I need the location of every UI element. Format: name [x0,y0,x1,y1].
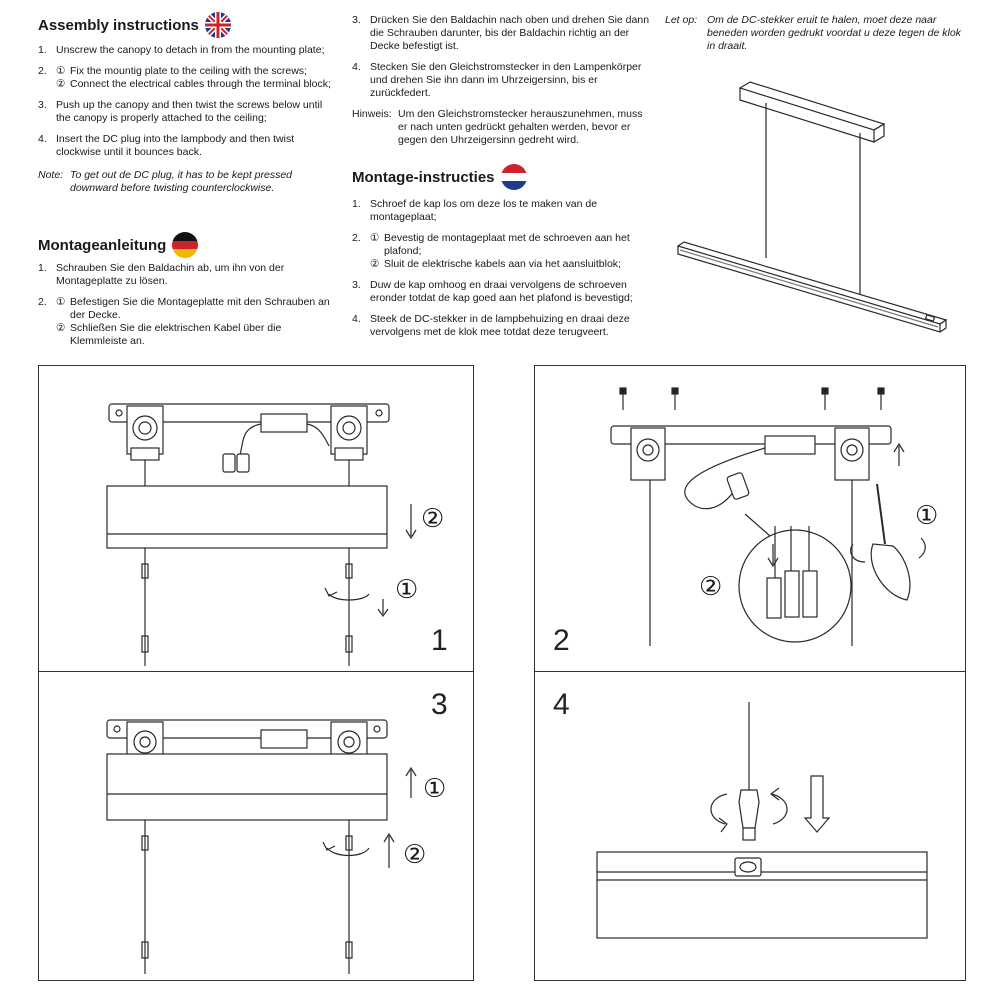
dutch-note: Let op:Om de DC-stekker eruit te halen, … [665,14,961,52]
diagram-panel-step-4: 4 [534,671,966,981]
diagram-panel-step-3: ① ② 3 [38,671,474,981]
de-step-4: 4.Stecken Sie den Gleichstromstecker in … [352,61,642,99]
english-instructions: Assembly instructions 1.Unscrew the cano… [38,12,338,195]
de-note: Hinweis:Um den Gleichstromstecker heraus… [352,108,643,146]
de-step-1: 1.Schrauben Sie den Baldachin ab, um ihn… [38,262,285,287]
german-instructions-continued: 3.Drücken Sie den Baldachin nach oben un… [352,14,652,147]
step-3-marker-2: ② [403,839,427,869]
step-1-number: 1 [431,624,448,657]
en-step-3: 3.Push up the canopy and then twist the … [38,99,323,124]
step-2-diagram [610,387,926,646]
german-heading: Montageanleitung [38,232,338,258]
dutch-instructions: Montage-instructies 1.Schroef de kap los… [352,164,652,347]
step-2-number: 2 [553,624,570,657]
diagram-panel-step-2: ① ② 2 [534,365,966,673]
step-1-marker-2: ② [421,503,445,533]
english-heading: Assembly instructions [38,12,338,38]
nl-step-1: 1.Schroef de kap los om deze los te make… [352,198,598,223]
step-1-marker-1: ① [395,574,419,604]
step-4-diagram [596,702,928,939]
de-step-3: 3.Drücken Sie den Baldachin nach oben un… [352,14,650,52]
german-flag-icon [172,232,199,258]
step-3-number: 3 [431,688,448,721]
step-3-marker-1: ① [423,773,447,803]
nl-step-4: 4.Steek de DC-stekker in de lampbehuizin… [352,313,630,338]
dutch-heading: Montage-instructies [352,164,652,190]
step-4-number: 4 [553,688,570,721]
step-1-diagram [106,403,417,666]
german-instructions: Montageanleitung 1.Schrauben Sie den Bal… [38,232,338,356]
en-step-1: 1.Unscrew the canopy to detach in from t… [38,44,325,56]
nl-step-3: 3.Duw de kap omhoog en draai vervolgens … [352,279,633,304]
en-note: Note:To get out de DC plug, it has to be… [38,169,293,194]
pendant-lamp-illustration [676,81,948,333]
step-2-marker-2: ② [699,571,723,601]
step-3-diagram [106,719,417,974]
step-2-marker-1: ① [915,500,939,530]
en-step-4: 4.Insert the DC plug into the lampbody a… [38,133,295,158]
dutch-flag-icon [500,164,527,190]
diagram-panel-step-1: ② ① 1 [38,365,474,673]
uk-flag-icon [204,12,231,38]
